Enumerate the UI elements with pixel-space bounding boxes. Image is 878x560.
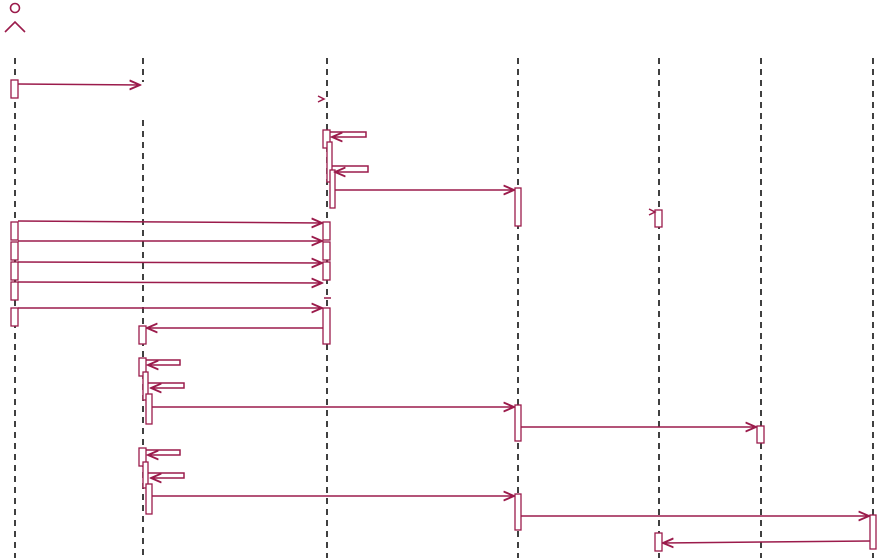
activation-bar [869, 514, 877, 550]
message-arrow [17, 282, 322, 283]
activation-bar [329, 169, 336, 209]
message-arrow-head [648, 208, 657, 216]
activation-bar [138, 325, 147, 345]
message-arrow [17, 84, 140, 85]
message-arrow [17, 262, 322, 263]
message-arrow [17, 221, 322, 223]
activation-bar [10, 241, 19, 261]
activation-bar [10, 221, 19, 241]
self-message [146, 449, 181, 455]
activation-bar [514, 187, 522, 227]
messages [17, 84, 871, 543]
self-message [330, 131, 367, 137]
activation-bar [322, 261, 331, 281]
activation-bar [756, 425, 765, 444]
activation-bar [145, 483, 153, 515]
activation-bar [145, 393, 153, 425]
activation-bar [10, 261, 19, 281]
self-message [146, 359, 181, 365]
activation-bar [514, 404, 522, 442]
actor-icon [4, 2, 26, 33]
message-arrow-head [317, 95, 326, 103]
activation-bar [654, 209, 663, 228]
activation-bar [514, 493, 522, 531]
return-message [663, 541, 871, 543]
activation-bar [322, 241, 331, 261]
self-message [332, 165, 369, 172]
activation-bar [10, 281, 19, 301]
self-message [148, 382, 185, 388]
self-message [148, 472, 185, 478]
activation-bar [10, 307, 19, 327]
activation-bar [10, 79, 19, 99]
activation-bar [322, 307, 331, 345]
activation-bar [654, 532, 663, 552]
activation-bars [10, 79, 877, 552]
activation-bar [322, 221, 331, 241]
